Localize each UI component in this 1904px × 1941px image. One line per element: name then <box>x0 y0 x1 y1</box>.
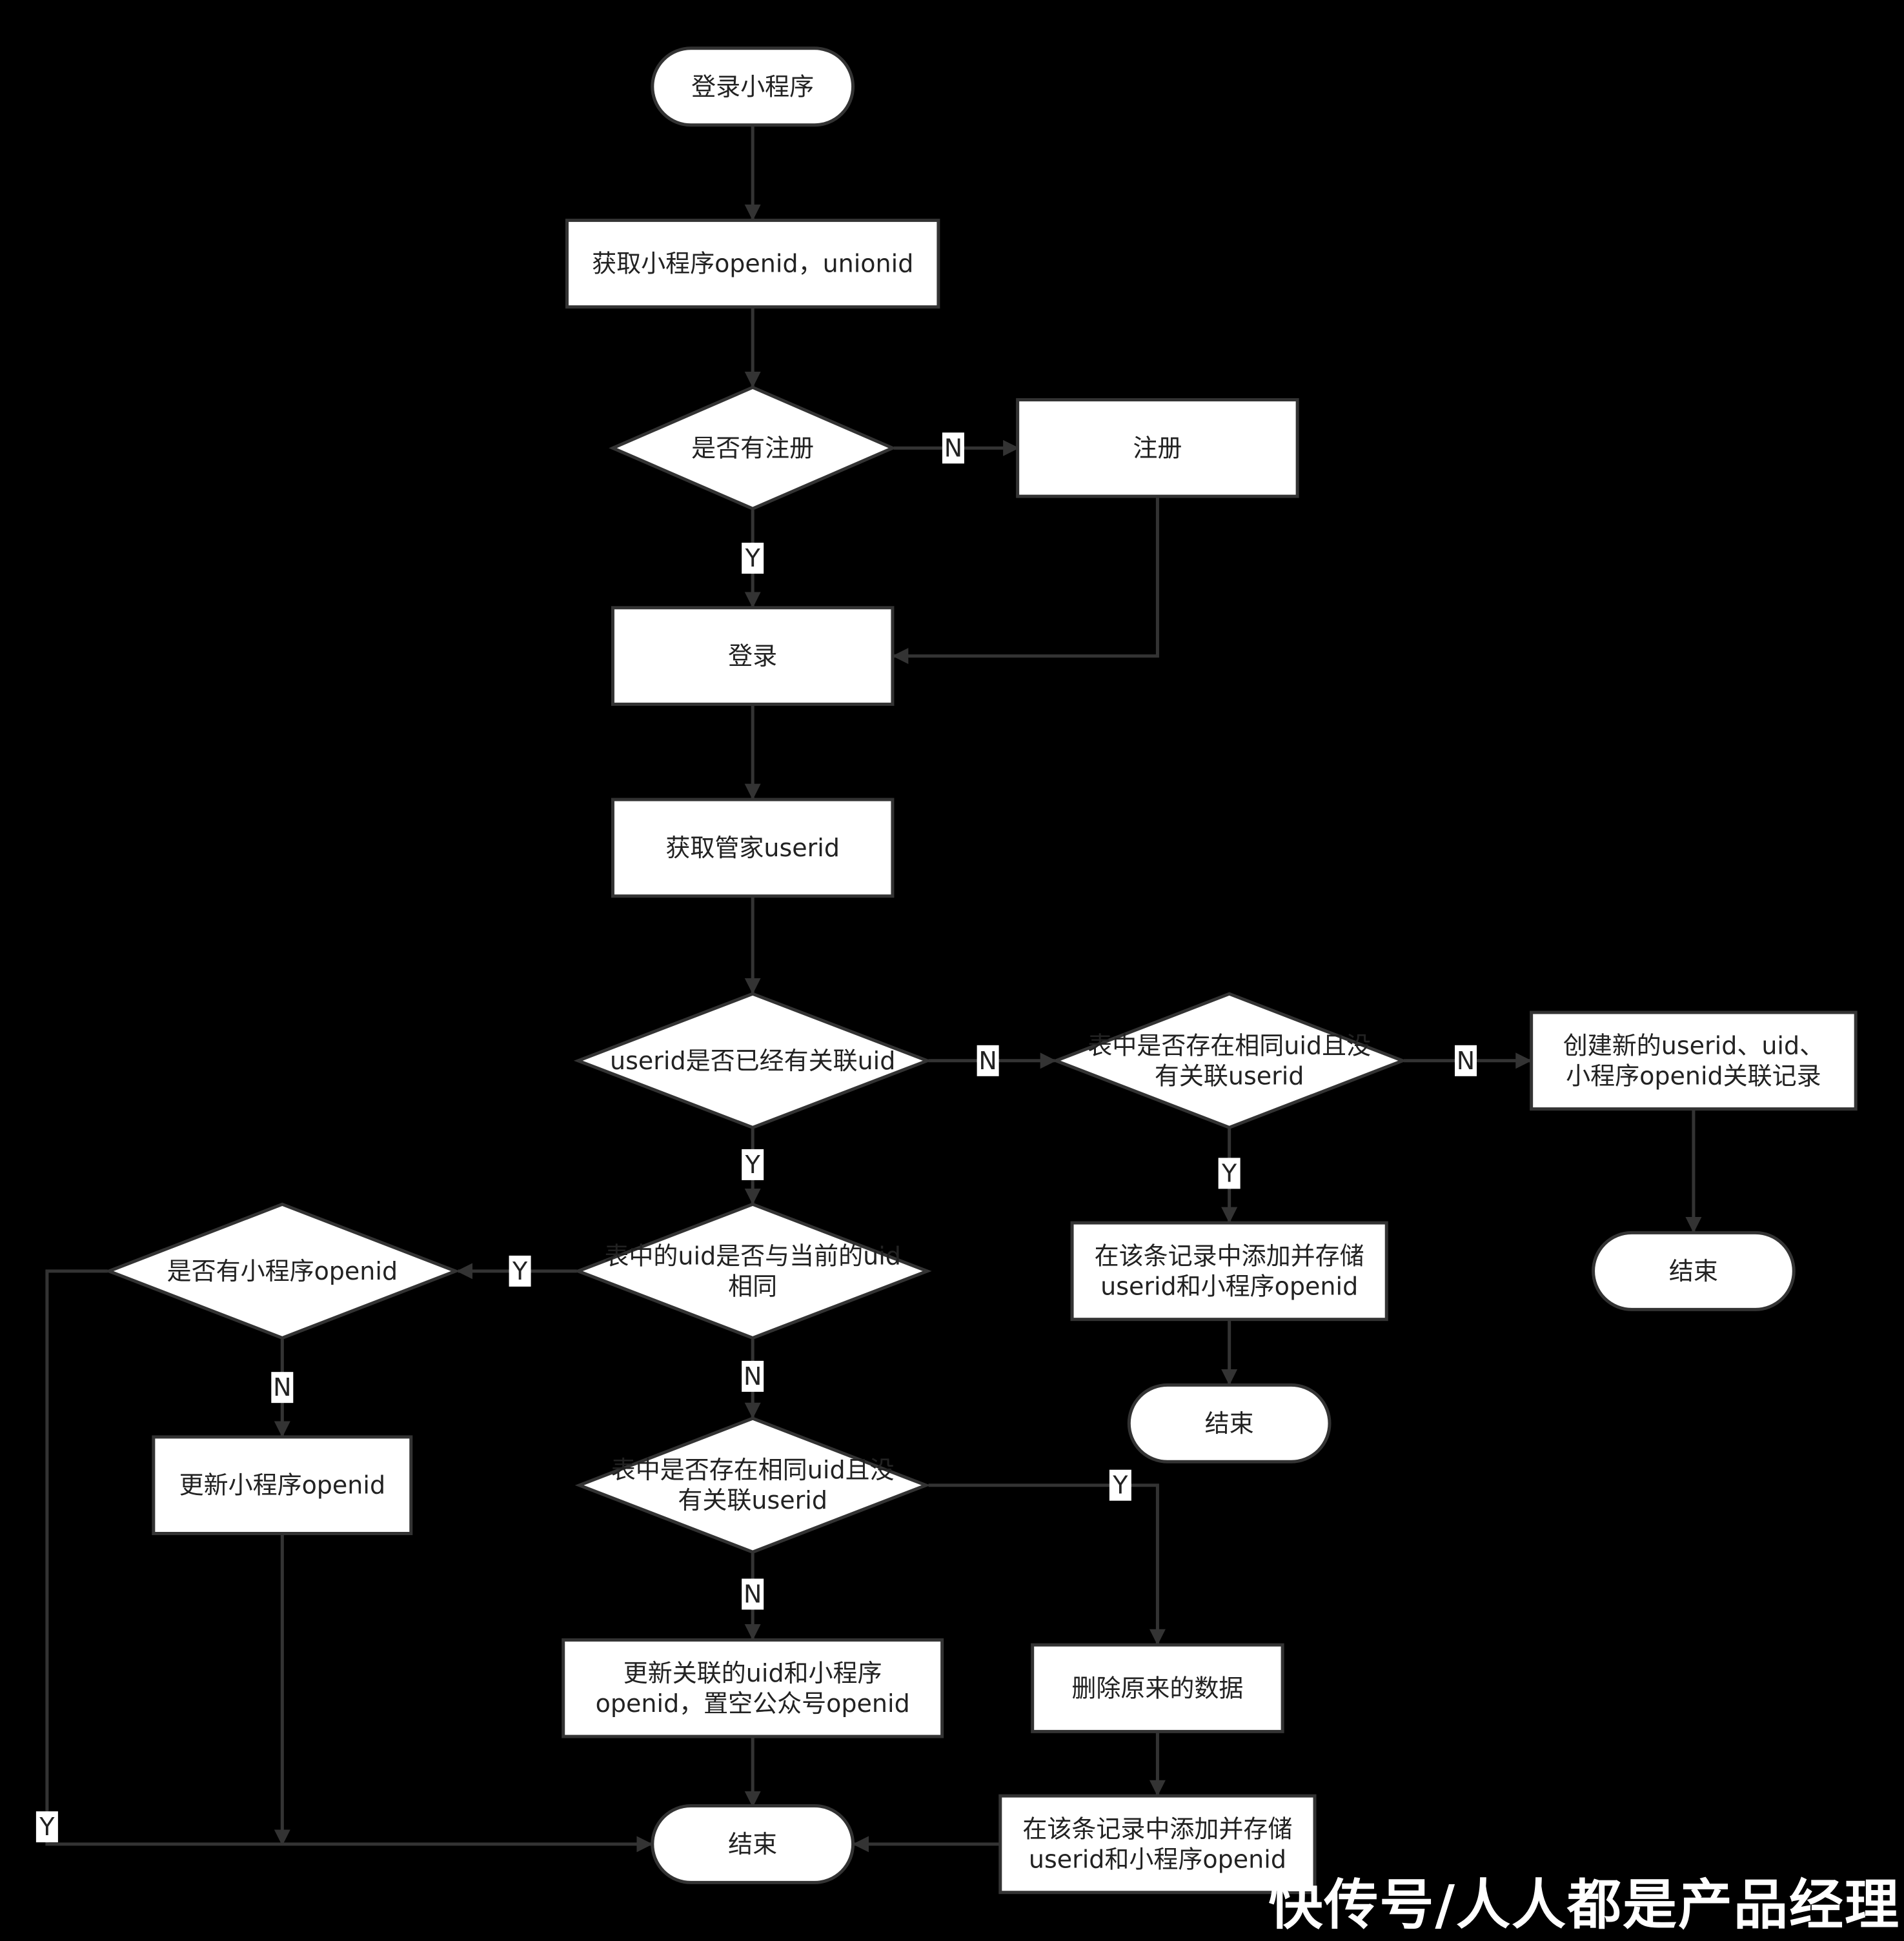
node-get-openid: 获取小程序openid，unionid <box>565 218 940 309</box>
node-text-line-1: userid是否已经有关联uid <box>610 1047 895 1075</box>
svg-text:Y: Y <box>745 544 761 572</box>
edge-label-no: N <box>742 1578 764 1610</box>
node-text-line-2: openid，置空公众号openid <box>596 1689 910 1718</box>
node-login: 登录 <box>611 606 895 706</box>
node-update-openid: 更新小程序openid <box>152 1435 413 1535</box>
node-text-line-1: 登录 <box>728 642 777 670</box>
node-register: 注册 <box>1016 398 1299 498</box>
node-create-record: 创建新的userid、uid、小程序openid关联记录 <box>1530 1011 1858 1111</box>
edge-label-yes: Y <box>509 1255 531 1287</box>
svg-text:N: N <box>1457 1047 1475 1075</box>
node-text-line-1: 表中是否存在相同uid且没 <box>1088 1031 1371 1060</box>
node-text-line-1: 是否有注册 <box>691 434 814 462</box>
node-end-mid: 结束 <box>1127 1383 1332 1463</box>
node-text-line-2: 相同 <box>728 1272 777 1300</box>
node-text-line-1: 表中的uid是否与当前的uid <box>604 1242 901 1270</box>
node-text-line-1: 在该条记录中添加并存储 <box>1095 1242 1364 1270</box>
node-text-line-1: 是否有小程序openid <box>167 1257 398 1285</box>
svg-text:Y: Y <box>1112 1471 1128 1500</box>
edge-same_uid_no_userid_center-to-delete_data <box>928 1483 1166 1645</box>
node-start: 登录小程序 <box>651 46 855 127</box>
node-has-openid: 是否有小程序openid <box>104 1202 460 1340</box>
edge-label-no: N <box>977 1045 999 1076</box>
node-text-line-1: 表中是否存在相同uid且没 <box>611 1456 895 1484</box>
edge-has_openid-to-end_main <box>45 1269 653 1853</box>
edge-label-yes: Y <box>742 1149 764 1180</box>
node-text-line-1: 获取管家userid <box>665 834 840 862</box>
edge-label-yes: Y <box>1218 1158 1241 1189</box>
node-text-line-2: 有关联userid <box>678 1486 827 1514</box>
svg-text:N: N <box>944 434 962 462</box>
edge-label-yes: Y <box>742 543 764 574</box>
node-get-userid: 获取管家userid <box>611 798 895 898</box>
node-text-line-1: 结束 <box>728 1830 777 1858</box>
node-end-right: 结束 <box>1592 1231 1796 1311</box>
node-text-line-1: 删除原来的数据 <box>1071 1674 1243 1702</box>
node-text-line-1: 注册 <box>1133 434 1182 462</box>
edge-label-no: N <box>942 432 964 464</box>
edge-label-no: N <box>271 1372 294 1403</box>
svg-text:N: N <box>744 1362 762 1391</box>
node-text-line-2: 有关联userid <box>1155 1061 1304 1090</box>
svg-text:Y: Y <box>512 1257 528 1285</box>
svg-text:N: N <box>978 1047 997 1075</box>
edge-register-to-login <box>892 498 1159 665</box>
edge-label-no: N <box>1455 1045 1477 1076</box>
node-text-line-1: 结束 <box>1205 1409 1254 1438</box>
node-text-line-1: 更新小程序openid <box>179 1471 386 1500</box>
edge-label-yes: Y <box>1109 1469 1131 1501</box>
node-text-line-1: 获取小程序openid，unionid <box>592 250 913 278</box>
node-is-registered: 是否有注册 <box>609 385 897 511</box>
node-end-main: 结束 <box>651 1804 855 1884</box>
node-delete-data: 删除原来的数据 <box>1031 1643 1284 1733</box>
edge-label-yes: Y <box>35 1811 58 1843</box>
node-text-line-1: 登录小程序 <box>691 72 814 101</box>
svg-text:Y: Y <box>745 1151 761 1179</box>
node-text-line-2: 小程序openid关联记录 <box>1566 1061 1821 1090</box>
node-text-line-1: 创建新的userid、uid、 <box>1563 1031 1824 1060</box>
node-text-line-2: userid和小程序openid <box>1100 1272 1358 1300</box>
svg-text:Y: Y <box>39 1813 55 1841</box>
node-text-line-1: 在该条记录中添加并存储 <box>1022 1815 1292 1843</box>
svg-text:N: N <box>744 1580 762 1608</box>
node-text-line-1: 更新关联的uid和小程序 <box>623 1659 882 1687</box>
watermark-text: 快传号/人人都是产品经理 <box>1268 1873 1900 1936</box>
svg-text:Y: Y <box>1221 1159 1237 1187</box>
node-text-line-2: userid和小程序openid <box>1029 1845 1286 1873</box>
edge-label-no: N <box>742 1360 764 1392</box>
svg-text:N: N <box>273 1373 291 1402</box>
node-userid-has-uid: userid是否已经有关联uid <box>573 992 932 1130</box>
node-text-line-1: 结束 <box>1669 1257 1718 1285</box>
